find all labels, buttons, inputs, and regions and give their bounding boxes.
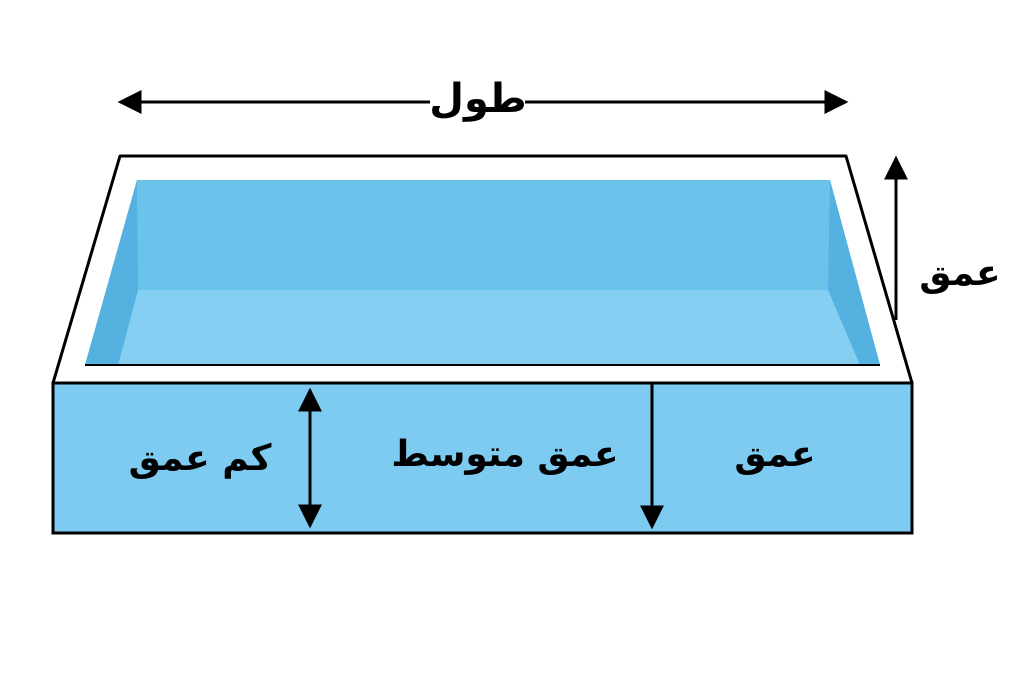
deep-label: عمق xyxy=(734,434,815,475)
shallow-depth-label: کم عمق xyxy=(129,438,272,479)
pool-water xyxy=(85,180,880,366)
medium-depth-label: عمق متوسط xyxy=(391,434,618,475)
length-label: طول xyxy=(429,76,526,122)
water-left-wall xyxy=(85,180,138,365)
side-depth-label: عمق xyxy=(919,253,1000,294)
water-floor xyxy=(118,290,860,365)
length-dimension: طول xyxy=(117,76,849,122)
side-depth-dimension: عمق xyxy=(884,155,1001,320)
water-right-wall xyxy=(828,180,880,365)
pool-front-wall xyxy=(51,381,914,535)
